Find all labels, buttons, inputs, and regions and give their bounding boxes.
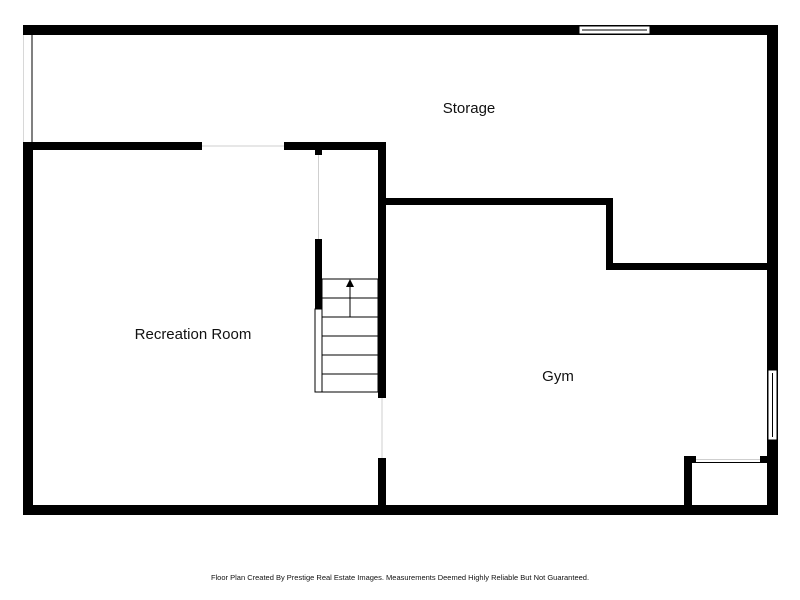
stair-right-wall bbox=[378, 142, 386, 515]
stair-left-wall bbox=[315, 146, 322, 392]
storage-bottom-wall bbox=[606, 263, 771, 270]
storage-left-opening bbox=[23, 35, 33, 142]
bottom-wall bbox=[23, 505, 778, 515]
room-label-storage: Storage bbox=[443, 100, 496, 117]
closet-top-right bbox=[760, 456, 772, 463]
left-wall bbox=[23, 142, 33, 515]
top-wall bbox=[23, 25, 778, 35]
closet-left-wall bbox=[684, 456, 692, 515]
gym-top-wall bbox=[378, 198, 613, 205]
storage-step-wall bbox=[606, 198, 613, 270]
disclaimer-footer: Floor Plan Created By Prestige Real Esta… bbox=[210, 573, 590, 582]
exterior-walls bbox=[23, 25, 778, 515]
right-wall bbox=[767, 25, 778, 515]
staircase bbox=[321, 278, 379, 393]
stair-arrow-icon bbox=[346, 279, 354, 287]
room-label-gym: Gym bbox=[542, 368, 574, 385]
stair-left-rail bbox=[314, 308, 323, 393]
openings bbox=[23, 25, 778, 463]
room-label-recreation: Recreation Room bbox=[135, 326, 252, 343]
closet-top-left bbox=[684, 456, 696, 463]
